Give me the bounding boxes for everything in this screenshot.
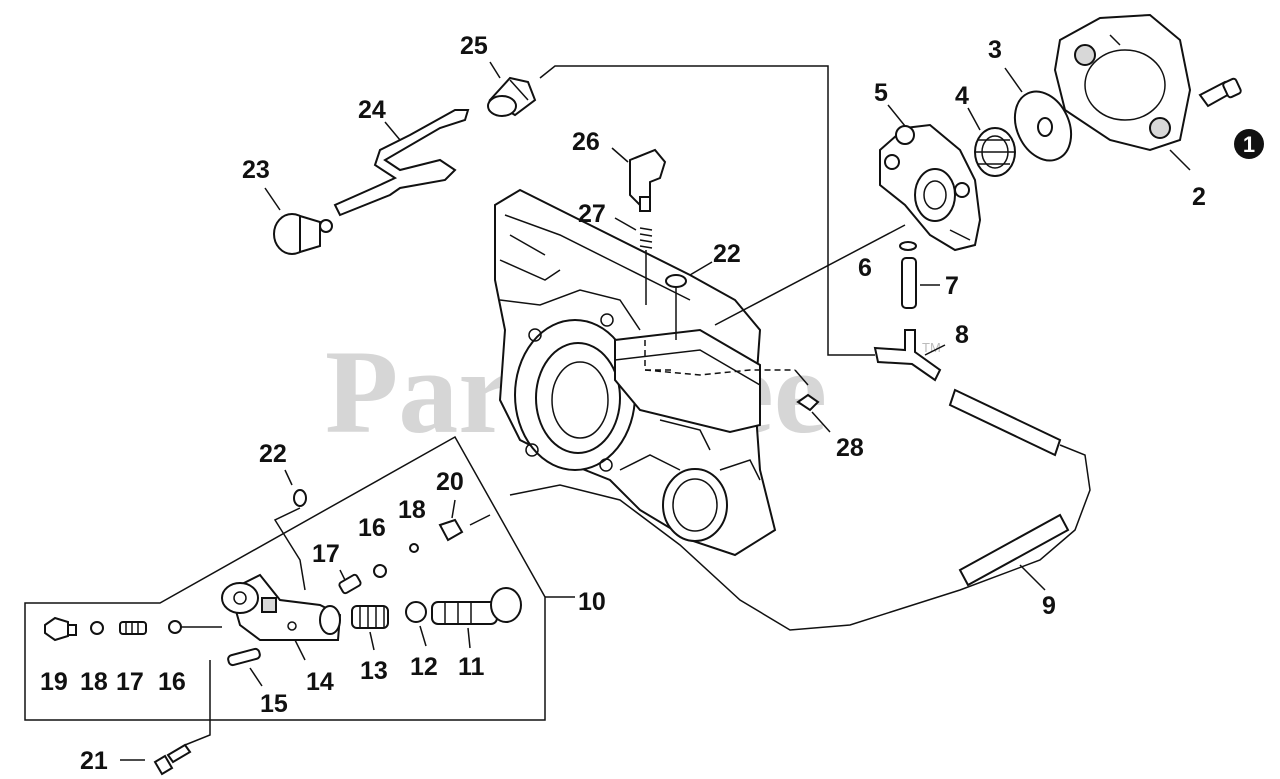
bolt-part-1: 1	[1198, 77, 1264, 159]
callout-9: 9	[1042, 592, 1056, 620]
callout-6: 6	[858, 254, 872, 282]
callout-4: 4	[955, 82, 969, 110]
pin-part-15	[227, 647, 263, 687]
callout-28: 28	[836, 434, 864, 462]
callout-17-lower: 17	[116, 668, 144, 696]
seal-part-6	[899, 241, 917, 251]
fitting-part-25	[487, 61, 537, 117]
seal-part-22-lower	[293, 489, 307, 507]
callout-14: 14	[306, 668, 334, 696]
spring-part-13	[351, 605, 389, 651]
valve-body-part-14	[221, 573, 342, 661]
part-12	[405, 601, 427, 647]
ball-part-16-upper	[373, 564, 387, 578]
part-11	[431, 587, 522, 649]
callout-19: 19	[40, 668, 68, 696]
callout-22-upper: 22	[713, 240, 741, 268]
callout-18-upper: 18	[398, 496, 426, 524]
callout-16-upper: 16	[358, 514, 386, 542]
callout-21: 21	[80, 747, 108, 775]
callout-18-lower: 18	[80, 668, 108, 696]
ball-part-16-lower	[168, 620, 222, 634]
callout-5: 5	[874, 79, 888, 107]
bolt-part-21	[120, 660, 211, 776]
callout-11: 11	[458, 653, 485, 681]
callout-20: 20	[436, 468, 464, 496]
svg-text:1: 1	[1243, 132, 1255, 157]
callout-13: 13	[360, 657, 388, 685]
badge-icon	[1234, 129, 1264, 159]
oil-pump-part-5	[879, 104, 982, 252]
ball-part-18-upper	[409, 543, 419, 553]
callout-8: 8	[955, 321, 969, 349]
callout-17-upper: 17	[312, 540, 340, 568]
callout-26: 26	[572, 128, 600, 156]
callout-15: 15	[260, 690, 288, 718]
spring-part-17-lower	[119, 621, 147, 635]
y-connector-part-8	[873, 329, 946, 382]
filter-part-23	[264, 187, 333, 255]
callout-3: 3	[988, 36, 1002, 64]
callout-16-lower: 16	[158, 668, 186, 696]
callout-27: 27	[578, 200, 606, 228]
assembly-box-10	[24, 435, 546, 721]
fitting-part-19	[44, 616, 77, 642]
callout-2: 2	[1192, 183, 1206, 211]
spring-part-27	[614, 217, 653, 305]
callout-10: 10	[578, 588, 606, 616]
clip-part-28	[796, 393, 831, 433]
ball-part-18-lower	[90, 621, 104, 635]
seal-part-22-upper	[665, 274, 687, 288]
washer-part-3	[1004, 67, 1073, 162]
spring-part-17-upper	[338, 569, 362, 595]
callout-24: 24	[358, 96, 386, 124]
watermark-trademark: TM	[922, 340, 941, 355]
hose-part-24	[333, 109, 470, 217]
pin-part-7	[901, 257, 917, 309]
fitting-part-20	[438, 499, 491, 542]
callout-12: 12	[410, 653, 438, 681]
callout-25: 25	[460, 32, 488, 60]
worm-gear-part-4	[967, 107, 1016, 177]
callout-23: 23	[242, 156, 270, 184]
crankcase-housing	[494, 188, 777, 557]
oil-hose-9	[948, 388, 1070, 587]
adjuster-part-26	[611, 147, 667, 212]
callout-7: 7	[945, 272, 959, 300]
callout-22-lower: 22	[259, 440, 287, 468]
cover-plate-part-2	[1053, 13, 1192, 171]
